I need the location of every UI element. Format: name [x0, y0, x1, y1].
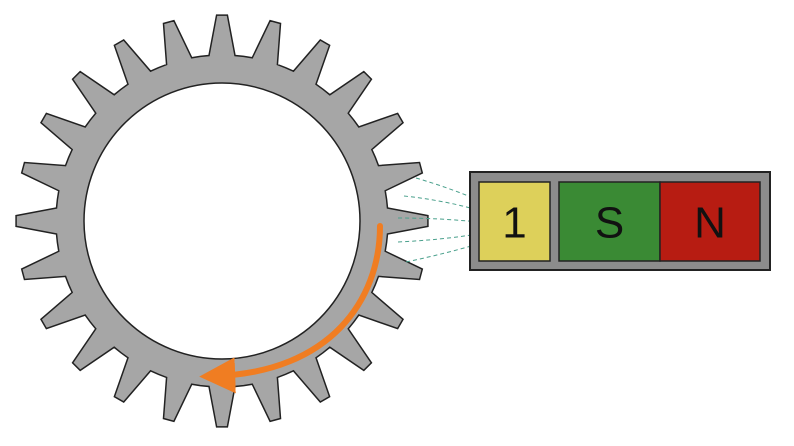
field-line [397, 233, 479, 243]
sensor-label-1: 1 [502, 199, 526, 248]
sensor: 1 S N [469, 171, 771, 271]
field-line [403, 195, 479, 211]
gear-wheel [15, 14, 429, 428]
pole-label-n: N [694, 199, 726, 248]
magnet-pole-south [558, 181, 661, 262]
rotation-direction-arrow [199, 223, 383, 394]
field-line [405, 243, 479, 263]
magnet-pole-north [659, 181, 761, 262]
field-line [415, 177, 479, 201]
sensor-element-1 [478, 181, 551, 262]
pole-label-s: S [595, 199, 624, 248]
